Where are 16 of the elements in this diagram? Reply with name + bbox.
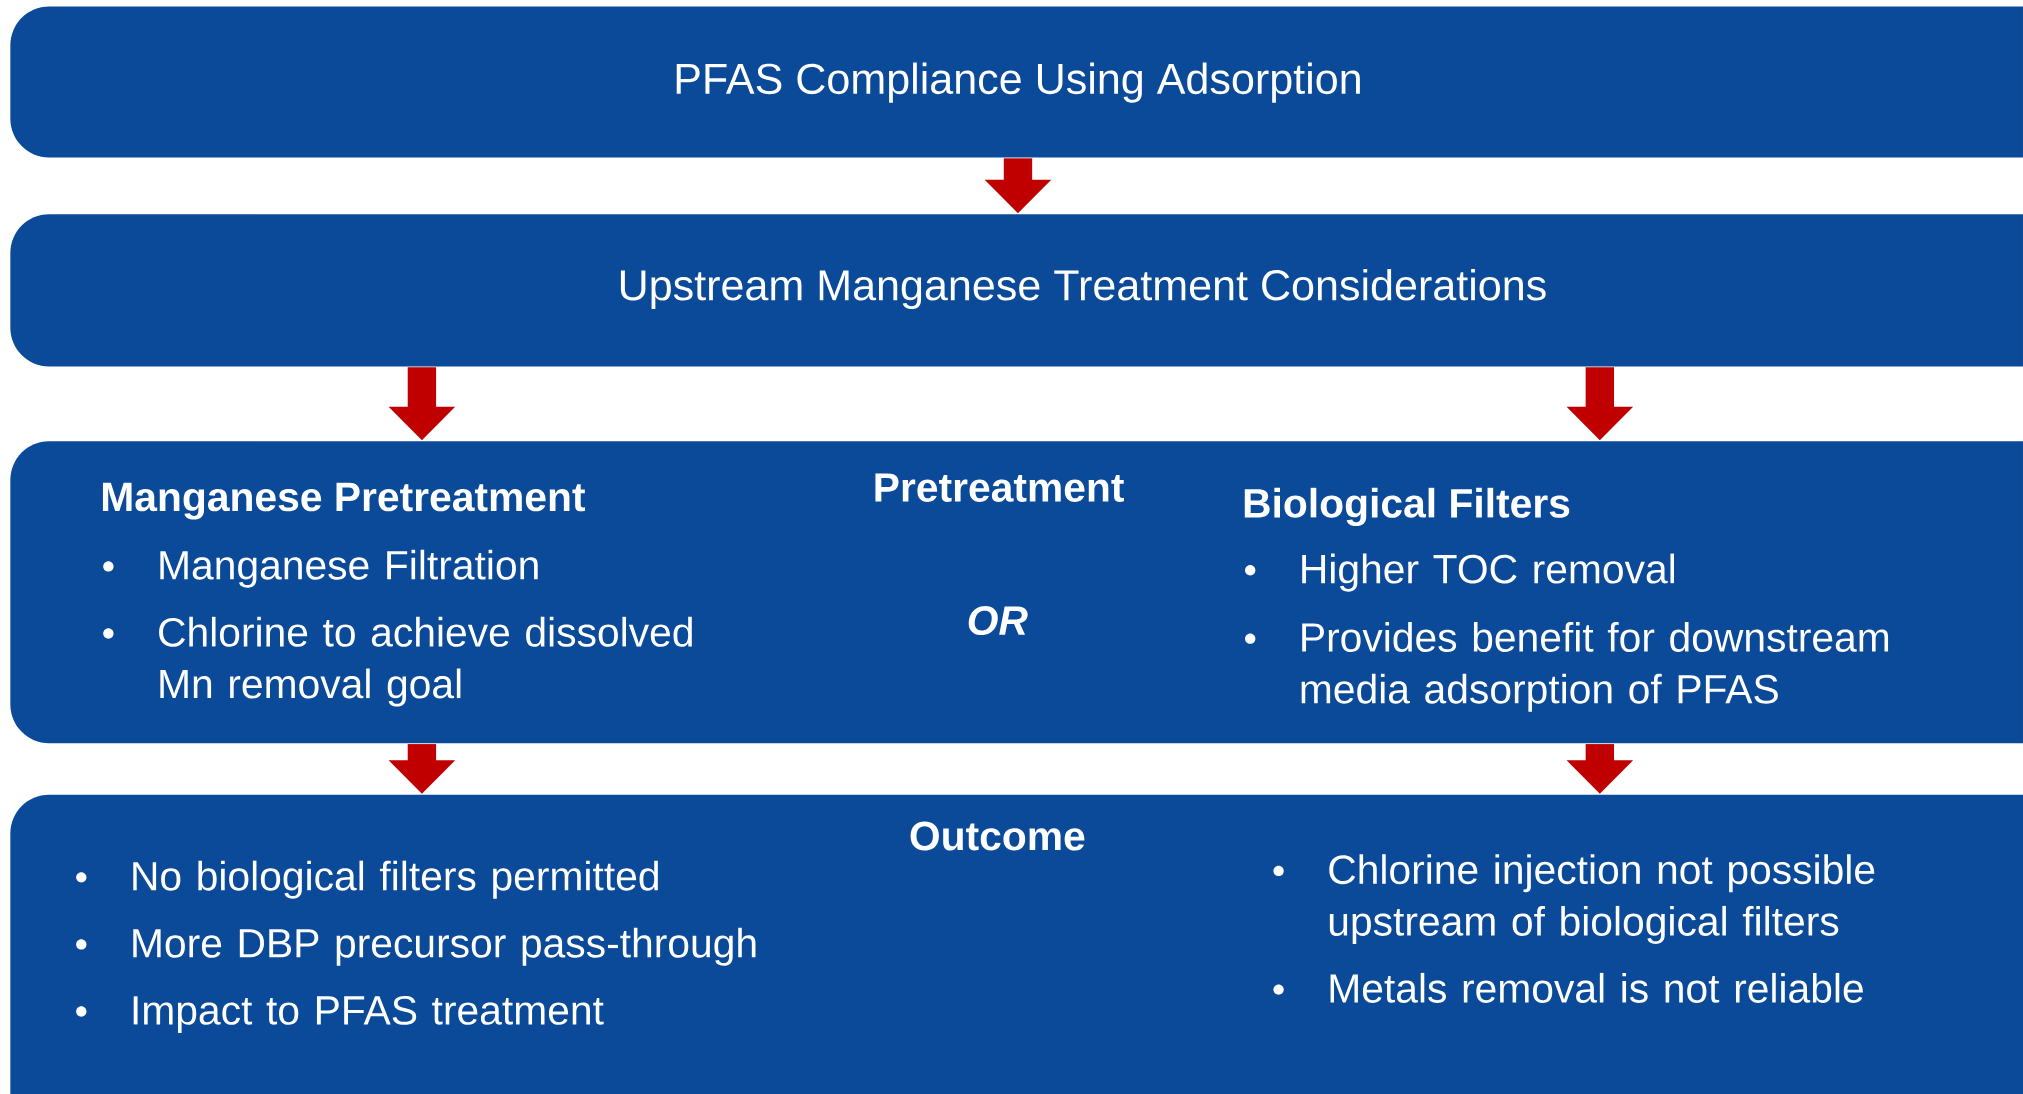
bullet-item: Provides benefit for downstream media adsorption of PFAS	[1245, 621, 1889, 712]
section-heading: Pretreatment	[875, 473, 1124, 502]
or-label: OR	[968, 606, 1028, 636]
bullet-item: No biological filters permitted	[76, 860, 658, 899]
bullet-item: More DBP precursor pass-through	[76, 927, 756, 966]
column-heading: Biological Filters	[1244, 487, 1570, 526]
band-title: Upstream Manganese Treatment Considerations	[620, 268, 1546, 310]
band-title: PFAS Compliance Using Adsorption	[676, 62, 1360, 103]
bullet-item: Higher TOC removal	[1245, 553, 1674, 592]
section-heading: Outcome	[910, 821, 1085, 851]
bullet-item: Manganese Filtration	[103, 549, 538, 588]
bullet-item: Impact to PFAS treatment	[76, 995, 604, 1033]
bullet-item: Metals removal is not reliable	[1273, 972, 1863, 1003]
column-heading: Manganese Pretreatment	[102, 482, 586, 520]
bullet-item: Chlorine to achieve dissolved Mn removal goal	[103, 616, 692, 707]
bullet-item: Chlorine injection not possible upstream of biological filters	[1273, 854, 1875, 944]
